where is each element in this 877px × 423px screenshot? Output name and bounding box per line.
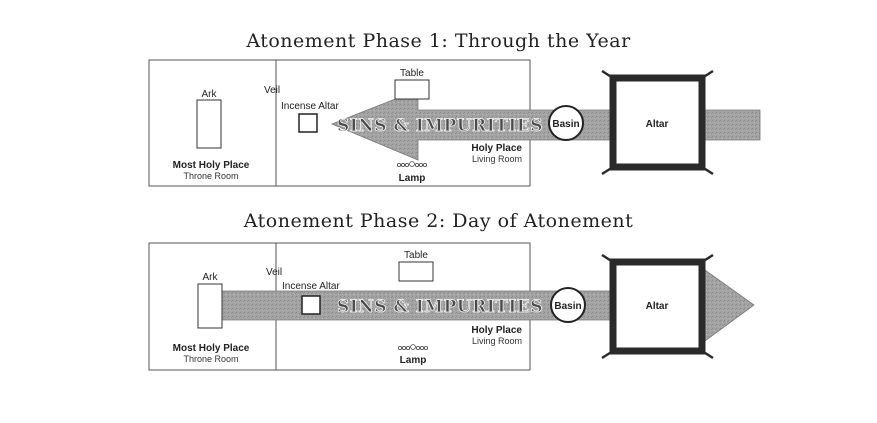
phase2-table-label: Table	[404, 250, 428, 261]
phase1-diagram: Ark Veil Table Incense Altar SINS & IMPU…	[148, 59, 761, 187]
phase2-most-holy-place-label: Most Holy Place	[173, 343, 250, 354]
phase2-diagram: Ark Veil Table Incense Altar SINS & IMPU…	[148, 242, 755, 371]
phase2-veil-label: Veil	[266, 267, 282, 278]
phase1-throne-room-label: Throne Room	[183, 171, 238, 181]
phase2-holy-place-label: Holy Place	[471, 325, 522, 336]
phase1-most-holy-place-label: Most Holy Place	[173, 160, 250, 171]
phase2-throne-room-label: Throne Room	[183, 354, 238, 364]
phase2-basin-label: Basin	[554, 301, 581, 312]
phase2-table-box	[398, 261, 434, 282]
phase1-ark-box	[196, 99, 222, 149]
phase2-incense-altar-box	[301, 295, 321, 315]
phase1-table-label: Table	[400, 68, 424, 79]
phase2-basin-circle	[550, 287, 586, 323]
phase2-sins-label: SINS & IMPURITIES	[337, 297, 543, 317]
phase1-sins-label: SINS & IMPURITIES	[337, 116, 543, 136]
phase1-ark-label: Ark	[202, 89, 218, 100]
phase2-altar-label: Altar	[646, 301, 669, 312]
phase2-lamp-icon	[397, 344, 428, 350]
phase1-living-room-label: Living Room	[472, 154, 522, 164]
phase1-altar-box	[609, 74, 706, 171]
phase1-basin-circle	[548, 105, 584, 141]
phase2-ark-box	[197, 283, 223, 329]
phase1-title: Atonement Phase 1: Through the Year	[246, 30, 631, 52]
phase2-altar-box	[609, 258, 706, 355]
phase1-altar-label: Altar	[646, 119, 669, 130]
phase1-lamp-icon	[396, 161, 427, 167]
phase2-ark-label: Ark	[203, 272, 219, 283]
phase2-title: Atonement Phase 2: Day of Atonement	[243, 210, 634, 232]
phase2-lamp-label: Lamp	[400, 355, 427, 366]
phase1-table-box	[394, 79, 430, 100]
phase1-lamp-label: Lamp	[399, 173, 426, 184]
phase2-living-room-label: Living Room	[472, 336, 522, 346]
phase1-incense-altar-box	[298, 113, 318, 133]
phase2-incense-altar-label: Incense Altar	[282, 281, 340, 292]
phase1-incense-altar-label: Incense Altar	[281, 101, 339, 112]
phase1-veil-label: Veil	[264, 85, 280, 96]
phase1-basin-label: Basin	[552, 119, 579, 130]
phase1-holy-place-label: Holy Place	[471, 143, 522, 154]
